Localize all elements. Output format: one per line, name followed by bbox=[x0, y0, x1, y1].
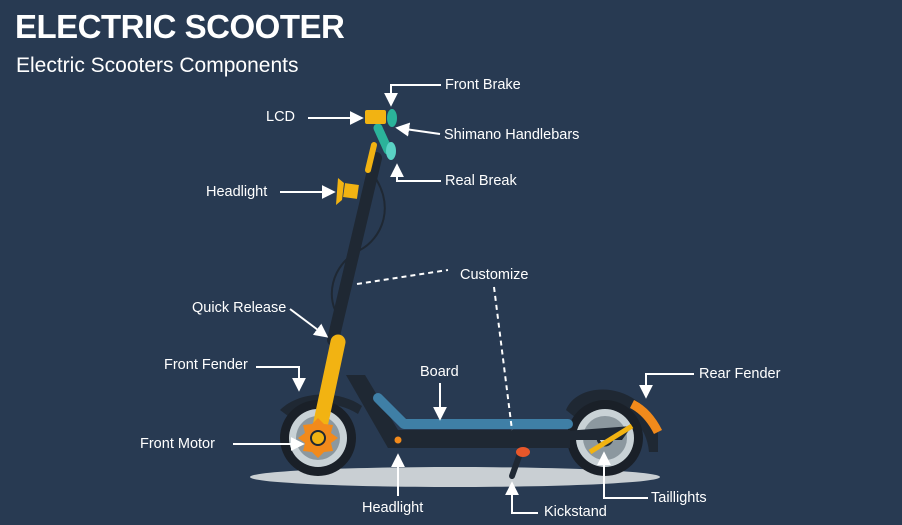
label-front-brake: Front Brake bbox=[445, 77, 521, 93]
ground-shadow bbox=[250, 467, 660, 487]
arrow-quick-release bbox=[289, 308, 329, 338]
kickstand-joint bbox=[516, 447, 530, 457]
label-customize: Customize bbox=[460, 267, 529, 283]
label-front-fender: Front Fender bbox=[164, 357, 248, 373]
label-rear-fender: Rear Fender bbox=[699, 366, 781, 382]
arrow-kickstand bbox=[505, 481, 538, 514]
label-headlight-top: Headlight bbox=[206, 184, 268, 200]
board bbox=[373, 393, 573, 429]
arrow-front-fender bbox=[256, 366, 306, 392]
top-headlight bbox=[336, 178, 359, 205]
handlebars bbox=[373, 109, 397, 160]
arrow-taillights bbox=[597, 451, 648, 499]
arrow-handlebars bbox=[395, 122, 441, 137]
label-quick-release: Quick Release bbox=[192, 300, 287, 316]
upper-stem-accent bbox=[365, 142, 377, 173]
rear-arm-accent bbox=[588, 423, 634, 455]
label-front-motor: Front Motor bbox=[140, 436, 215, 452]
deck-frame bbox=[346, 375, 570, 448]
front-fender bbox=[280, 394, 362, 416]
front-motor bbox=[298, 418, 338, 458]
rear-fender-reflector bbox=[629, 399, 663, 435]
page-subtitle: Electric Scooters Components bbox=[16, 54, 299, 77]
label-lcd: LCD bbox=[266, 109, 296, 125]
stem bbox=[327, 152, 382, 346]
label-shimano-handlebars: Shimano Handlebars bbox=[444, 127, 580, 143]
label-board: Board bbox=[420, 364, 459, 380]
label-taillights: Taillights bbox=[651, 490, 707, 506]
label-real-break: Real Break bbox=[445, 173, 517, 189]
line-customize bbox=[356, 269, 449, 285]
label-headlight-bottom: Headlight bbox=[362, 500, 424, 516]
deck-headlight bbox=[394, 436, 402, 444]
front-fork bbox=[310, 334, 346, 444]
label-kickstand: Kickstand bbox=[544, 504, 607, 520]
arrow-front-brake bbox=[384, 84, 441, 107]
line-customize-down bbox=[493, 286, 513, 431]
lcd-display bbox=[365, 110, 386, 124]
page-title: ELECTRIC SCOOTER bbox=[15, 8, 345, 45]
arrow-rear-fender bbox=[639, 373, 694, 399]
arrow-real-break bbox=[390, 163, 441, 182]
